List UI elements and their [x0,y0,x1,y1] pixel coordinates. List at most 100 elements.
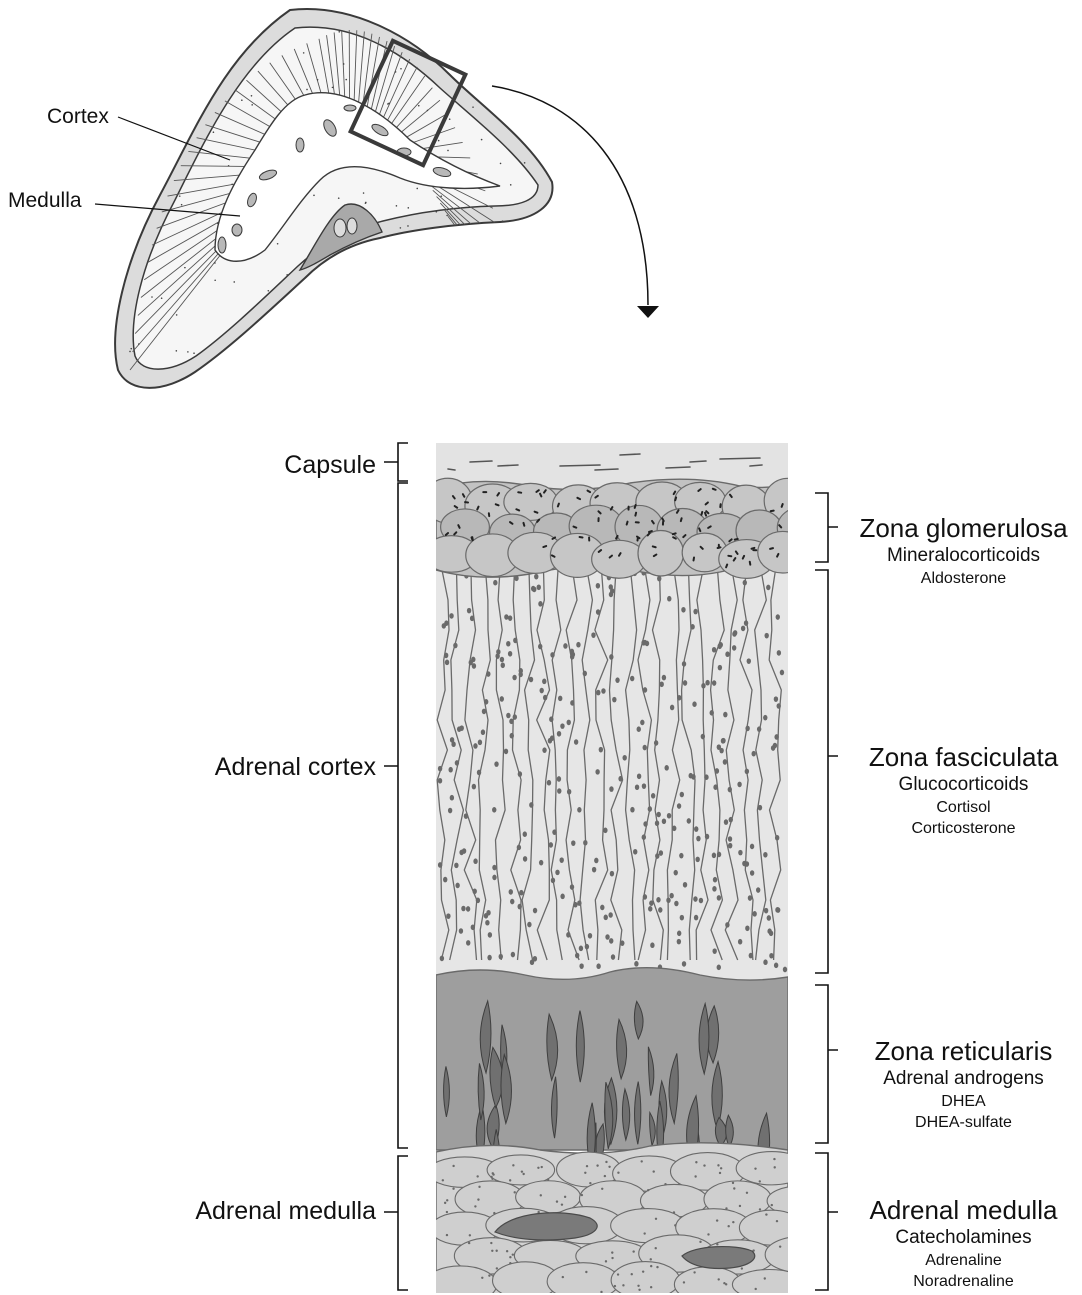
fasciculata-granule [470,616,474,622]
fasciculata-granule [610,871,614,877]
glomerulosa-granule [635,505,636,508]
fasciculata-granule [713,877,717,883]
fasciculata-granule [712,886,716,892]
fasciculata-granule [529,677,533,683]
cortex-speck [400,68,402,70]
medulla-granule [452,1188,454,1190]
medulla-granule [492,1172,494,1174]
capsule-fiber [595,469,618,470]
medulla-granule [491,1250,493,1252]
fasciculata-granule [472,784,476,790]
medulla-granule [746,1192,748,1194]
fasciculata-granule [494,761,498,767]
medulla-granule [600,1291,602,1293]
fasciculata-granule [532,587,536,593]
zoom-arrow-head [637,306,659,318]
fasciculata-bracket [815,570,838,973]
fasciculata-granule [523,831,527,837]
cortex-speck [228,352,230,354]
cortex-speck [163,58,165,60]
fasciculata-granule [609,654,613,660]
glomerulosa-granule [496,504,499,505]
fasciculata-granule [712,853,716,859]
fasciculata-granule [459,850,463,856]
cortex-speck [214,262,216,264]
fasciculata-granule [506,713,510,719]
capsule-label: Capsule [284,451,376,480]
fasciculata-granule [620,940,624,946]
fasciculata-granule [466,940,470,946]
medulla-granule [506,1250,508,1252]
glomerulosa-granule [463,494,464,497]
chromaffin-cell [765,1237,838,1273]
fasciculata-granule [509,889,513,895]
cortex-speck [400,227,402,229]
fasciculata-granule [510,899,514,905]
glomerulosa-granule [627,522,628,525]
fasciculata-granule [511,952,515,958]
gland-cortex-band [133,27,538,369]
cortex-speck [449,118,451,120]
chromaffin-cell [739,1210,803,1245]
fasciculata-granule [662,818,666,824]
fasciculata-granule [508,615,512,621]
cortex-speck [397,351,399,353]
glomerulosa-granule [552,537,555,538]
medulla-granule [442,1179,444,1181]
medulla-granule [585,1271,587,1273]
fasciculata-granule [677,931,681,937]
fasciculata-granule [651,793,655,799]
fasciculata-granule [717,852,721,858]
left-brackets [384,443,408,1290]
medulla-granule [755,1288,757,1290]
medulla-granule [605,1260,607,1262]
fasciculata-granule [550,735,554,741]
glomerulosa-granule [653,546,656,547]
zone-name: Adrenal medulla [845,1194,1082,1226]
medulla-granule [647,1189,649,1191]
fasciculata-granule [517,845,521,851]
cortex-speck [213,131,215,133]
fasciculata-granule [690,624,694,630]
medulla-granule [655,1247,657,1249]
cortex-speck [161,20,163,22]
fasciculata-granule [643,687,647,693]
medulla-zone-bracket [815,1153,838,1290]
fasciculata-granule [637,726,641,732]
fasciculata-granule [445,660,449,666]
fasciculata-granule [630,676,634,682]
medulla-granule [493,1212,495,1214]
medulla-granule [642,1270,644,1272]
fasciculata-granule [464,813,468,819]
fasciculata-granule [450,795,454,801]
fasciculata-granule [576,642,580,648]
fasciculata-granule [575,953,579,959]
fasciculata-granule [538,601,542,607]
medulla-granule [717,1164,719,1166]
glomerulosa-granule [536,490,538,492]
medulla-granule [759,1180,761,1182]
fasciculata-granule [560,894,564,900]
medulla-granule [655,1218,657,1220]
fasciculata-granule [777,703,781,709]
glomerulosa-granule [540,494,541,497]
cortex-speck [130,348,132,350]
cortex-speck [417,248,419,250]
fasciculata-granule [451,741,455,747]
fasciculata-granule [504,749,508,755]
fasciculata-granule [747,658,751,664]
cortex-speck [408,352,410,354]
fasciculata-granule [571,840,575,846]
fasciculata-granule [696,836,700,842]
glomerulosa-granule [718,547,721,548]
medulla-granule [723,1282,725,1284]
fasciculata-granule [780,670,784,676]
capsule-bracket [384,443,408,481]
glomerulosa-granule [681,518,682,521]
medulla-granule [605,1161,607,1163]
cortex-speck [502,220,504,222]
cortex-speck [131,21,133,23]
fasciculata-granule [728,843,732,849]
medulla-granule [754,1167,756,1169]
fasciculata-granule [446,913,450,919]
